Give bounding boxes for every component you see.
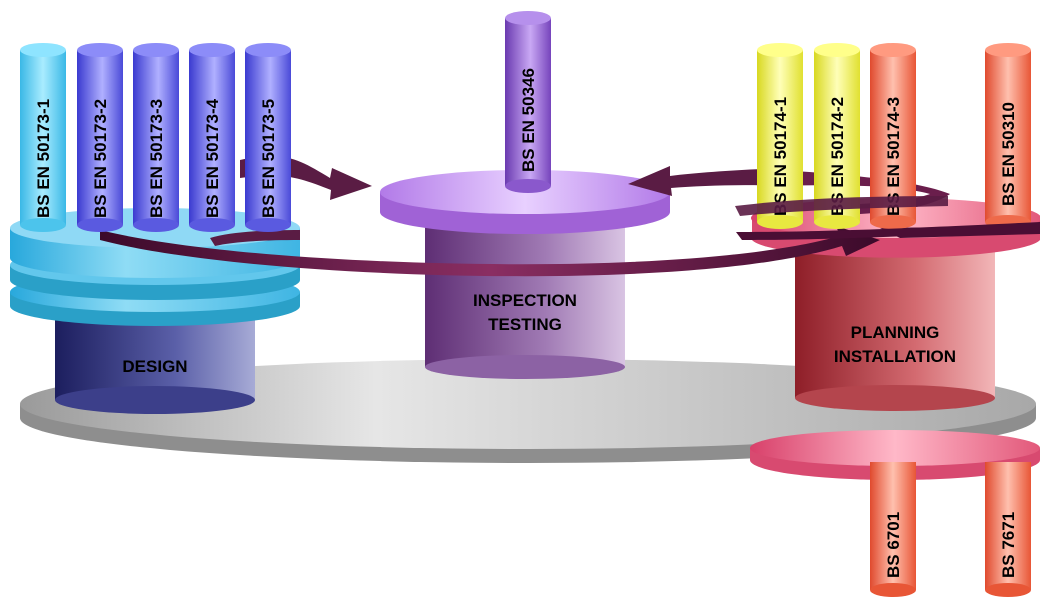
label-50173-4: BS EN 50173-4 (203, 98, 222, 218)
planning-label-line1: PLANNING (851, 323, 940, 342)
column-50173-2: BS EN 50173-2 (77, 43, 123, 232)
column-50173-1: BS EN 50173-1 (20, 43, 66, 232)
column-50173-5: BS EN 50173-5 (245, 43, 291, 232)
column-50173-4: BS EN 50173-4 (189, 43, 235, 232)
label-50173-3: BS EN 50173-3 (147, 99, 166, 218)
label-50173-2: BS EN 50173-2 (91, 99, 110, 218)
label-7671: BS 7671 (999, 512, 1018, 578)
base-platform (20, 359, 1036, 463)
column-7671: BS 7671 (985, 462, 1031, 597)
column-50174-1: BS EN 50174-1 (757, 43, 803, 229)
label-6701: BS 6701 (884, 512, 903, 578)
column-50174-2: BS EN 50174-2 (814, 43, 860, 229)
column-50310: BS EN 50310 (985, 43, 1031, 229)
label-50174-1: BS EN 50174-1 (771, 97, 790, 216)
design-label: DESIGN (122, 357, 187, 376)
label-50346: BS EN 50346 (519, 68, 538, 172)
label-50173-1: BS EN 50173-1 (34, 99, 53, 218)
column-50173-3: BS EN 50173-3 (133, 43, 179, 232)
label-50174-3: BS EN 50174-3 (884, 97, 903, 216)
cycle-arrows-front (735, 196, 1040, 240)
label-50174-2: BS EN 50174-2 (828, 97, 847, 216)
column-50174-3: BS EN 50174-3 (870, 43, 916, 229)
planning-label-line2: INSTALLATION (834, 347, 956, 366)
column-6701: BS 6701 (870, 462, 916, 597)
column-50346: BS EN 50346 (505, 11, 551, 193)
label-50173-5: BS EN 50173-5 (259, 99, 278, 218)
design-cylinder (10, 208, 300, 414)
inspection-label-line2: TESTING (488, 315, 562, 334)
label-50310: BS EN 50310 (999, 102, 1018, 206)
inspection-label-line1: INSPECTION (473, 291, 577, 310)
